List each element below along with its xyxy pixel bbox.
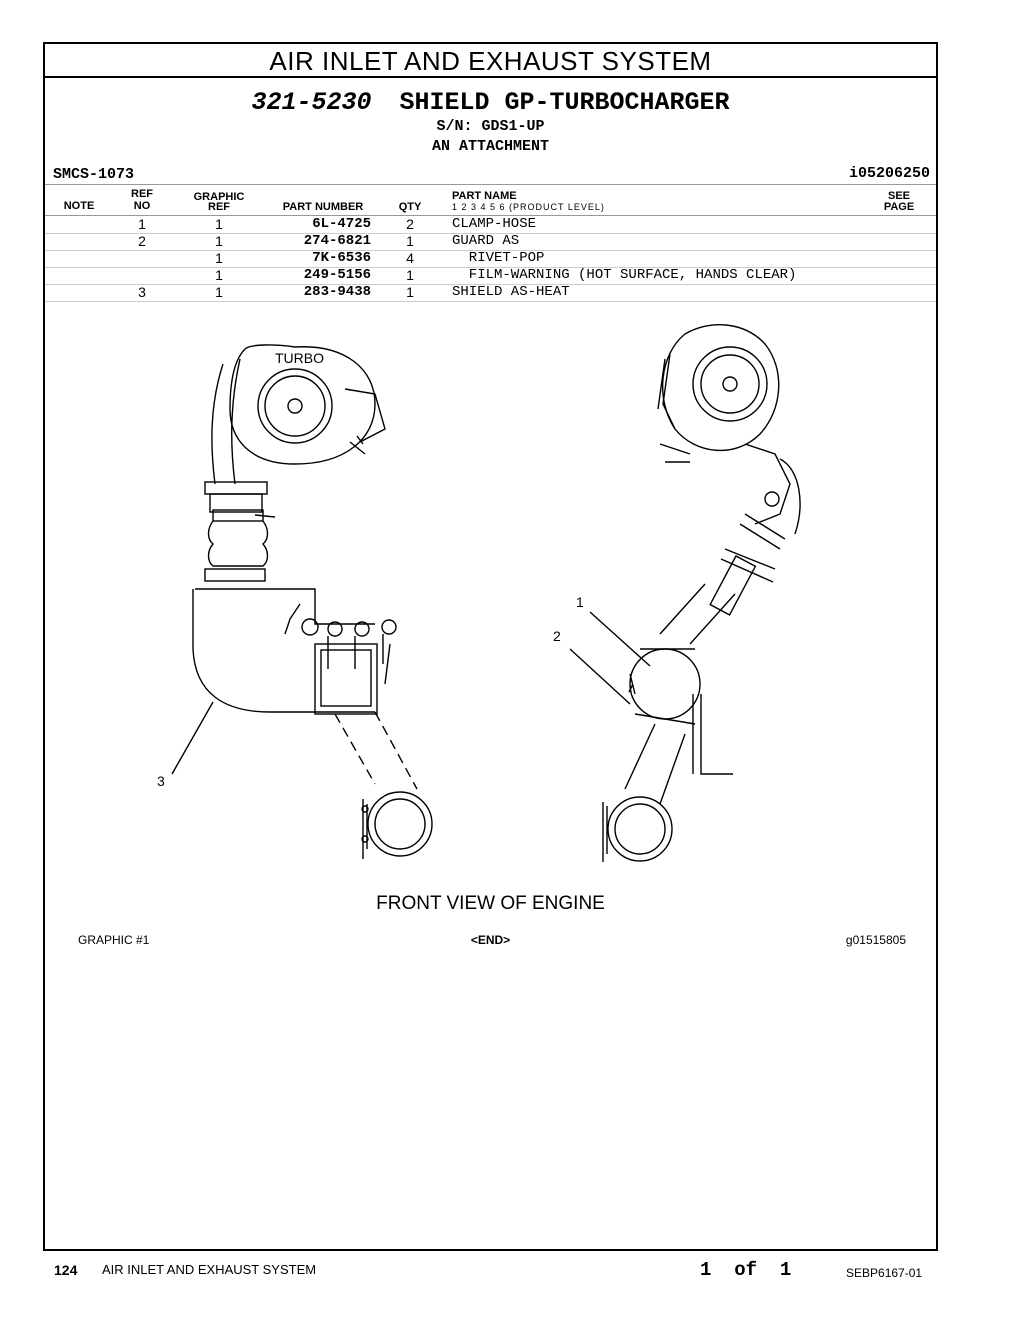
col-part-number: PART NUMBER: [282, 201, 364, 213]
part-number: 6L-4725: [312, 216, 371, 232]
col-note: NOTE: [63, 200, 95, 212]
callout-1-leader: [589, 611, 651, 667]
callout-3-leader: [171, 701, 214, 775]
parts-table-header: NOTE REF NO GRAPHIC REF PART NUMBER QTY …: [45, 184, 936, 216]
ref-no: 3: [138, 284, 146, 300]
group-heading: 321-5230 SHIELD GP-TURBOCHARGER: [45, 88, 936, 117]
table-row: 1 249-5156 1 FILM-WARNING (HOT SURFACE, …: [45, 267, 936, 285]
part-number: 249-5156: [303, 267, 371, 283]
part-number: 7K-6536: [312, 250, 371, 266]
graphic-ref: 1: [215, 284, 223, 300]
part-name: GUARD AS: [452, 233, 520, 249]
serial-number: S/N: GDS1-UP: [436, 118, 545, 135]
end-marker: <END>: [470, 933, 511, 947]
col-product-levels: 1 2 3 4 5 6 (PRODUCT LEVEL): [452, 202, 605, 212]
part-name: FILM-WARNING (HOT SURFACE, HANDS CLEAR): [452, 267, 797, 283]
callout-2-leader: [569, 648, 631, 705]
col-part-name: PART NAME: [452, 190, 517, 202]
quantity: 1: [406, 233, 414, 249]
callout-1: 1: [576, 594, 584, 610]
right-turbocharger-drawing: [602, 324, 801, 862]
col-see-2: PAGE: [883, 201, 915, 213]
graphic-ref: 1: [215, 216, 223, 232]
ref-no: 2: [138, 233, 146, 249]
footer-document: SEBP6167-01: [846, 1266, 923, 1280]
left-turbocharger-drawing: [192, 344, 433, 859]
footer-page-of: 1 of 1: [700, 1259, 792, 1281]
part-name: SHIELD AS-HEAT: [452, 284, 570, 300]
group-name: SHIELD GP-TURBOCHARGER: [399, 88, 730, 117]
col-graphic-1: GRAPHIC: [193, 191, 245, 203]
table-row: 1 7K-6536 4 RIVET-POP: [45, 250, 936, 268]
quantity: 1: [406, 267, 414, 283]
turbo-label: TURBO: [275, 350, 324, 366]
part-number: 283-9438: [303, 284, 371, 300]
table-row: 2 1 274-6821 1 GUARD AS: [45, 233, 936, 251]
callout-3: 3: [157, 773, 165, 789]
drawing-caption: FRONT VIEW OF ENGINE: [376, 893, 605, 914]
col-ref-1: REF: [131, 188, 153, 200]
part-name: RIVET-POP: [452, 250, 545, 266]
parts-illustration: TURBO 1 2 3: [157, 324, 801, 862]
group-part-number: 321-5230: [251, 88, 372, 117]
footer-section: AIR INLET AND EXHAUST SYSTEM: [102, 1262, 317, 1277]
table-row: 3 1 283-9438 1 SHIELD AS-HEAT: [45, 284, 936, 302]
quantity: 1: [406, 284, 414, 300]
callout-2: 2: [553, 628, 561, 644]
footer-page-number: 124: [54, 1262, 78, 1278]
quantity: 2: [406, 216, 414, 232]
graphic-ref: 1: [215, 267, 223, 283]
smcs-code: SMCS-1073: [53, 166, 135, 183]
part-number: 274-6821: [303, 233, 371, 249]
graphic-ref: 1: [215, 233, 223, 249]
graphic-id: g01515805: [845, 933, 906, 947]
col-graphic-2: REF: [208, 201, 230, 213]
part-name: CLAMP-HOSE: [452, 216, 537, 232]
col-ref-2: NO: [133, 200, 151, 212]
graphic-ref: 1: [215, 250, 223, 266]
quantity: 4: [406, 250, 414, 266]
table-row: 1 1 6L-4725 2 CLAMP-HOSE: [45, 216, 936, 234]
graphic-label: GRAPHIC #1: [78, 933, 150, 947]
col-qty: QTY: [398, 201, 422, 213]
attachment-label: AN ATTACHMENT: [431, 138, 550, 155]
section-title: AIR INLET AND EXHAUST SYSTEM: [45, 44, 936, 78]
illustration-id: i05206250: [848, 165, 930, 182]
ref-no: 1: [138, 216, 146, 232]
col-see-1: SEE: [887, 190, 910, 202]
